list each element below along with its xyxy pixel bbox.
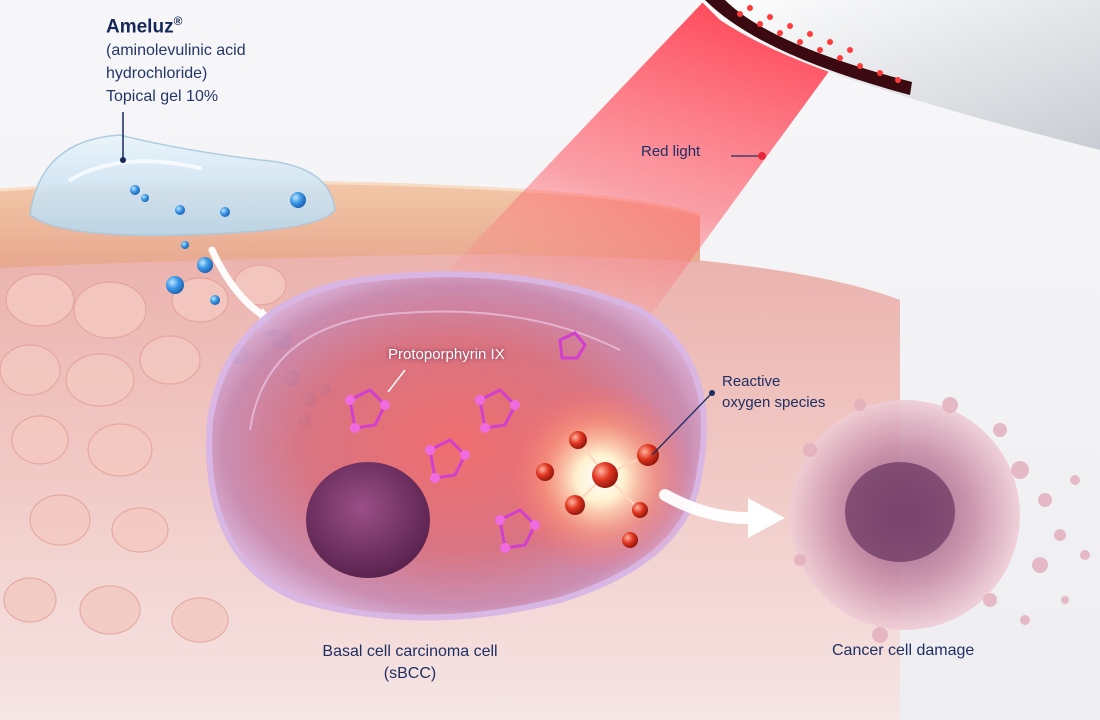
ros-pointer xyxy=(651,392,713,456)
ppix-pointer xyxy=(387,369,406,393)
red-light-label: Red light xyxy=(641,143,701,160)
damage-arrow xyxy=(659,489,761,525)
cancer-cell-damage-label: Cancer cell damage xyxy=(832,642,975,659)
damaged-cancer-cell xyxy=(790,397,1090,643)
bcc-label-line2: (sBCC) xyxy=(383,665,437,682)
product-name: Ameluz® xyxy=(106,14,183,38)
bcc-label: Basal cell carcinoma cell (sBCC) xyxy=(300,641,520,685)
red-light-beam xyxy=(420,0,830,330)
protoporphyrin-label: Protoporphyrin IX xyxy=(388,346,505,363)
tissue-cells xyxy=(0,264,287,643)
generic-name-line1: (aminolevulinic acid xyxy=(106,42,246,59)
gel-droplet xyxy=(29,134,336,237)
cell-nucleus xyxy=(306,462,430,578)
ros-label-line1: Reactive xyxy=(722,373,781,390)
light-device xyxy=(700,0,1100,150)
ros-molecules xyxy=(536,431,659,548)
bcc-label-line1: Basal cell carcinoma cell xyxy=(322,643,498,660)
ros-label: Reactive oxygen species xyxy=(722,371,825,413)
ros-label-line2: oxygen species xyxy=(722,394,826,411)
product-form: Topical gel 10% xyxy=(106,88,219,105)
generic-name-line2: hydrochloride) xyxy=(106,65,208,82)
